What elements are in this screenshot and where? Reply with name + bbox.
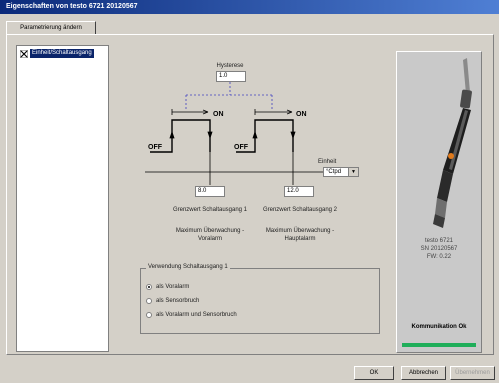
monitor2-line2: Hauptalarm	[284, 236, 316, 242]
radio-voralarm-sensorbruch-button[interactable]	[146, 312, 152, 318]
settings-node-icon	[19, 49, 29, 58]
hysteresis-guides	[185, 82, 273, 110]
radio-sensorbruch-label: als Sensorbruch	[156, 298, 200, 304]
on-label-2: ON	[296, 111, 307, 118]
tab-panel	[6, 34, 494, 355]
hysteresis-input[interactable]: 1.0	[216, 71, 246, 82]
radio-sensorbruch-button[interactable]	[146, 298, 152, 304]
off-label-2: OFF	[234, 144, 249, 151]
device-panel	[396, 51, 482, 353]
cancel-button[interactable]: Abbrechen	[401, 366, 446, 380]
device-firmware: FW: 0.22	[426, 254, 452, 260]
radio-voralarm[interactable]: als Voralarm	[146, 284, 189, 290]
device-image	[433, 58, 472, 228]
ok-button[interactable]: OK	[354, 366, 394, 380]
radio-voralarm-button[interactable]	[146, 284, 152, 290]
threshold2-input[interactable]: 12.0	[284, 186, 314, 197]
usage-group	[140, 268, 380, 334]
switch-direction-arrows	[169, 130, 296, 140]
usage-group-title: Verwendung Schaltausgang 1	[146, 264, 230, 270]
unit-select-value: °Ctpd	[326, 169, 342, 175]
tree-item-label: Einheit/Schaltausgang	[30, 49, 94, 58]
tree-item-einheit-schaltausgang[interactable]: Einheit/Schaltausgang	[19, 49, 94, 58]
threshold1-input[interactable]: 8.0	[195, 186, 225, 197]
communication-status-bar	[402, 343, 476, 347]
radio-voralarm-label: als Voralarm	[156, 284, 190, 290]
apply-button[interactable]: Übernehmen	[450, 366, 495, 380]
threshold2-caption: Grenzwert Schaltausgang 2	[262, 207, 338, 213]
unit-label: Einheit	[318, 159, 337, 165]
on-arrows	[171, 109, 293, 115]
device-model: testo 6721	[424, 238, 454, 244]
category-tree[interactable]: Einheit/Schaltausgang	[16, 45, 109, 352]
threshold1-caption: Grenzwert Schaltausgang 1	[172, 207, 248, 213]
monitor1-line2: Voralarm	[197, 236, 222, 242]
unit-select[interactable]: °Ctpd ▼	[323, 167, 359, 177]
window-title: Eigenschaften von testo 6721 20120567	[0, 0, 499, 14]
off-label-1: OFF	[148, 144, 163, 151]
monitor2-line1: Maximum Überwachung -	[265, 228, 335, 234]
radio-sensorbruch[interactable]: als Sensorbruch	[146, 298, 199, 304]
tab-parametrierung[interactable]: Parametrierung ändern	[6, 21, 96, 35]
chevron-down-icon[interactable]: ▼	[348, 168, 358, 176]
monitor1-line1: Maximum Überwachung -	[175, 228, 245, 234]
device-serial: SN 20120567	[420, 246, 458, 252]
switch-curve-1	[150, 119, 211, 153]
on-label-1: ON	[213, 111, 224, 118]
radio-voralarm-sensorbruch-label: als Voralarm und Sensorbruch	[156, 312, 237, 318]
hysteresis-label: Hysterese	[216, 63, 244, 69]
radio-voralarm-sensorbruch[interactable]: als Voralarm und Sensorbruch	[146, 312, 237, 318]
switch-curve-2	[236, 119, 294, 153]
communication-status: Kommunikation Ok	[411, 324, 467, 330]
